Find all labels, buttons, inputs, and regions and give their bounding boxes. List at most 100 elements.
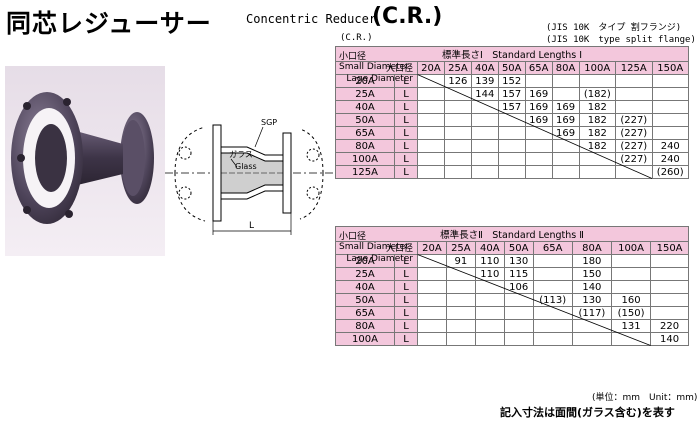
table1-col-header: 150A [651, 61, 689, 75]
table-cell: 130 [571, 293, 612, 307]
table-cell [470, 139, 499, 153]
label-length: L [249, 221, 254, 231]
row-unit: L [394, 254, 418, 268]
table-cell [470, 152, 499, 166]
row-size: 80A [335, 139, 395, 153]
table-cell [443, 100, 472, 114]
table-cell [474, 332, 505, 346]
table-cell [650, 306, 689, 320]
table-cell: 160 [610, 293, 652, 307]
row-size: 50A [335, 293, 395, 307]
label-glass-en: Glass [235, 162, 257, 171]
product-photo [5, 66, 165, 256]
table1-col-header: 25A [443, 61, 472, 75]
table-cell [651, 74, 689, 88]
table-cell [470, 113, 499, 127]
table-cell [474, 306, 505, 320]
table1-col-header: 80A [551, 61, 580, 75]
table1-col-header: 65A [524, 61, 553, 75]
table1-col-header: 100A [578, 61, 617, 75]
table-cell: 131 [610, 319, 652, 333]
product-code: (C.R.) [372, 4, 443, 29]
row-size: 25A [335, 87, 395, 101]
table-cell [417, 87, 445, 101]
table-cell [610, 267, 652, 281]
table-cell [474, 280, 505, 294]
table-cell [417, 306, 447, 320]
row-unit: L [394, 152, 418, 166]
table-cell [503, 306, 534, 320]
product-code-sub: (C.R.) [340, 33, 373, 43]
row-size: 40A [335, 280, 395, 294]
table2-col-header: 50A [503, 241, 534, 255]
table-cell: 169 [524, 87, 553, 101]
row-size: 100A [335, 332, 395, 346]
table-cell: 140 [571, 280, 612, 294]
table-cell [417, 254, 447, 268]
table-cell [443, 87, 472, 101]
table-cell [578, 74, 617, 88]
table-cell [417, 100, 445, 114]
table-cell [651, 113, 689, 127]
table-cell: 220 [650, 319, 689, 333]
table-cell [417, 280, 447, 294]
table-cell [610, 280, 652, 294]
label-sgp: SGP [261, 118, 277, 127]
table-cell [615, 165, 653, 179]
table-cell [470, 100, 499, 114]
table-cell [615, 87, 653, 101]
row-size: 40A [335, 100, 395, 114]
table-cell [417, 126, 445, 140]
table-cell: 110 [474, 267, 505, 281]
table-cell [551, 87, 580, 101]
row-unit: L [394, 319, 418, 333]
table-cell [532, 254, 573, 268]
table-cell [445, 293, 476, 307]
table-cell [497, 126, 526, 140]
table-cell [417, 319, 447, 333]
table-cell [443, 152, 472, 166]
table-cell [503, 293, 534, 307]
page-title: 同芯レジューサー [6, 9, 212, 38]
table-cell: 130 [503, 254, 534, 268]
table-cell [650, 280, 689, 294]
row-unit: L [394, 165, 418, 179]
table-cell [610, 332, 652, 346]
row-size: 65A [335, 126, 395, 140]
table-cell [650, 293, 689, 307]
table-cell [470, 165, 499, 179]
table-cell [551, 152, 580, 166]
row-unit: L [394, 139, 418, 153]
table-cell: 91 [445, 254, 476, 268]
row-size: 25A [335, 267, 395, 281]
row-unit: L [394, 100, 418, 114]
table-cell [524, 139, 553, 153]
table-cell [551, 139, 580, 153]
table-cell: 106 [503, 280, 534, 294]
table-cell: 152 [497, 74, 526, 88]
table2-col-header: 80A [571, 241, 612, 255]
row-unit: L [394, 306, 418, 320]
table-cell [497, 113, 526, 127]
table-cell [532, 267, 573, 281]
table-cell [571, 332, 612, 346]
row-size: 65A [335, 306, 395, 320]
table-cell: 180 [571, 254, 612, 268]
table-cell [551, 165, 580, 179]
table-cell [524, 165, 553, 179]
table-cell [497, 165, 526, 179]
table2-col-header: 65A [532, 241, 573, 255]
table-cell [443, 113, 472, 127]
table-cell: 144 [470, 87, 499, 101]
row-size: 20A [335, 254, 395, 268]
table-cell [470, 126, 499, 140]
table-cell [445, 332, 476, 346]
table-cell [445, 306, 476, 320]
table-cell [417, 332, 447, 346]
